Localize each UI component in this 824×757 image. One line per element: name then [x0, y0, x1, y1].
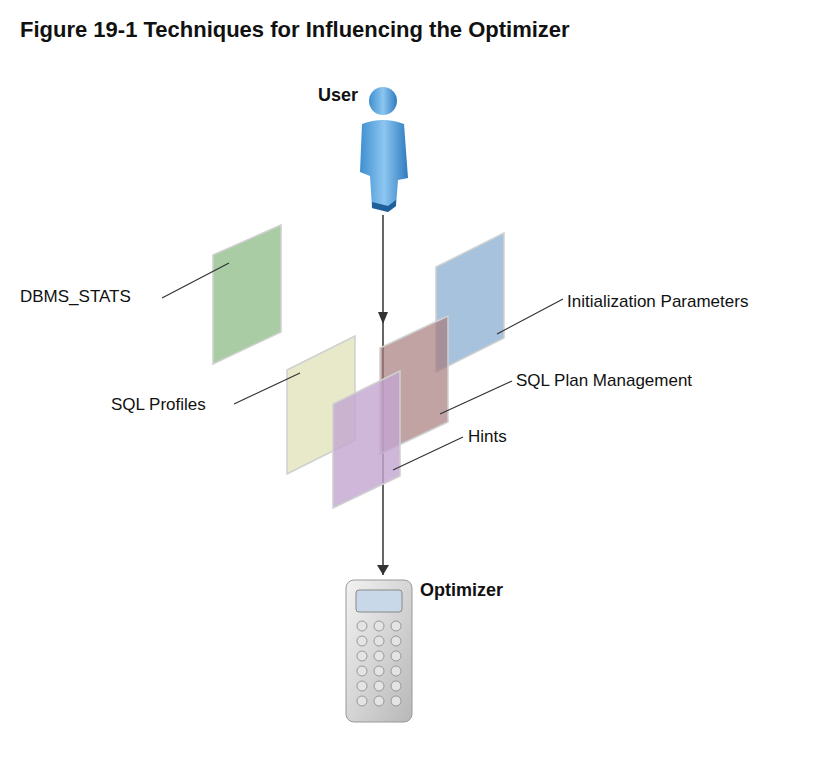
panel-label: SQL Profiles [111, 395, 206, 415]
node-label: Optimizer [420, 580, 503, 601]
panel-label: SQL Plan Management [516, 371, 692, 391]
arrow-head [378, 312, 388, 324]
panel-label: DBMS_STATS [20, 287, 131, 307]
panel-label: Initialization Parameters [567, 292, 748, 312]
figure-title: Figure 19-1 Techniques for Influencing t… [20, 17, 570, 43]
user-node: User [310, 82, 420, 214]
user-icon [360, 87, 408, 212]
optimizer-icon [346, 580, 412, 722]
hints-panel [333, 371, 400, 508]
panel-label: Hints [468, 427, 507, 447]
optimizer-node: Optimizer [340, 576, 530, 726]
leader-lines [162, 263, 563, 470]
node-label: User [318, 85, 358, 106]
dbms-stats-panel [213, 225, 281, 364]
